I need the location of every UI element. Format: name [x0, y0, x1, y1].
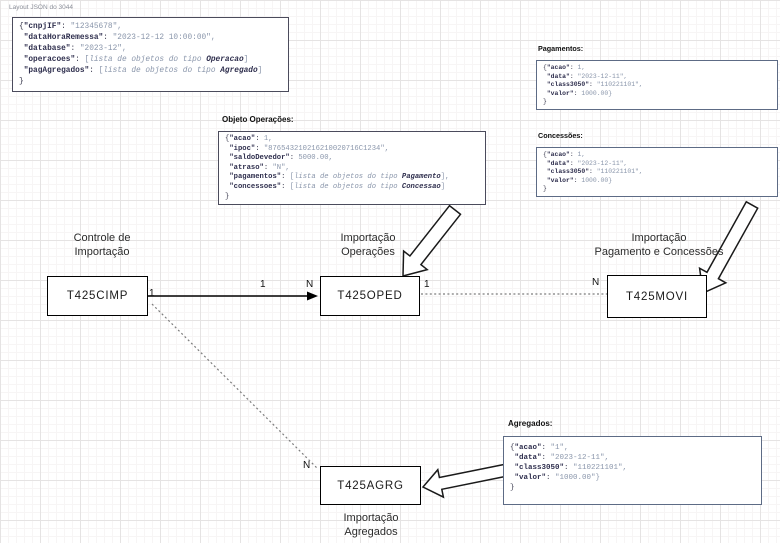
page-label: Layout JSON do 3044 — [9, 4, 73, 11]
caption-line: Pagamento e Concessões — [594, 246, 724, 258]
code-block-concessoes[interactable]: {"acao": 1, "data": "2023-12-11", "class… — [536, 147, 778, 197]
entity-name: T425MOVI — [625, 290, 688, 303]
connector-cimp-agrg[interactable] — [151, 303, 318, 469]
pointer-arrow-concessoes[interactable] — [698, 200, 759, 295]
caption-importacao-agregados: Importação Agregados — [325, 511, 417, 539]
title-agregados: Agregados: — [508, 419, 553, 428]
entity-name: T425AGRG — [337, 479, 404, 492]
cardinality-oped-movi-1: 1 — [424, 279, 430, 290]
entity-t425agrg[interactable]: T425AGRG — [320, 466, 421, 505]
code-block-agregados[interactable]: {"acao": "1", "data": "2023-12-11", "cla… — [503, 436, 762, 505]
pointer-arrow-operacoes[interactable] — [402, 204, 462, 277]
title-pagamentos: Pagamentos: — [538, 44, 584, 53]
caption-line: Agregados — [344, 526, 398, 538]
cardinality-cimp-out: 1 — [149, 288, 155, 299]
code-block-layout-json[interactable]: {"cnpjIF": "12345678", "dataHoraRemessa"… — [12, 17, 289, 92]
cardinality-cimp-agrg-n: N — [303, 460, 311, 471]
title-concessoes: Concessões: — [538, 131, 583, 140]
connector-cimp-oped-arrowhead — [307, 291, 318, 301]
code-block-pagamentos[interactable]: {"acao": 1, "data": "2023-12-11", "class… — [536, 60, 778, 110]
cardinality-cimp-oped-n: N — [306, 279, 314, 290]
pointer-arrow-agregados[interactable] — [421, 463, 510, 499]
caption-importacao-pagamento-concessoes: Importação Pagamento e Concessões — [580, 231, 738, 259]
caption-importacao-operacoes: Importação Operações — [320, 231, 416, 259]
cardinality-oped-movi-n: N — [592, 277, 600, 288]
caption-controle-importacao: Controle de Importação — [52, 231, 152, 259]
code-block-operacoes[interactable]: {"acao": 1, "ipoc": "8765432102162100207… — [218, 131, 486, 205]
entity-name: T425CIMP — [66, 290, 129, 302]
caption-line: Operações — [341, 246, 395, 258]
entity-t425movi[interactable]: T425MOVI — [607, 275, 707, 318]
entity-t425cimp[interactable]: T425CIMP — [47, 276, 148, 316]
entity-name: T425OPED — [337, 290, 403, 302]
caption-line: Importação — [343, 512, 399, 524]
caption-line: Importação — [340, 232, 396, 244]
caption-line: Importação — [631, 232, 687, 244]
caption-line: Controle de — [73, 232, 131, 244]
caption-line: Importação — [74, 246, 130, 258]
entity-t425oped[interactable]: T425OPED — [320, 276, 420, 316]
title-objeto-operacoes: Objeto Operações: — [222, 115, 294, 124]
cardinality-cimp-oped-1: 1 — [260, 279, 266, 290]
